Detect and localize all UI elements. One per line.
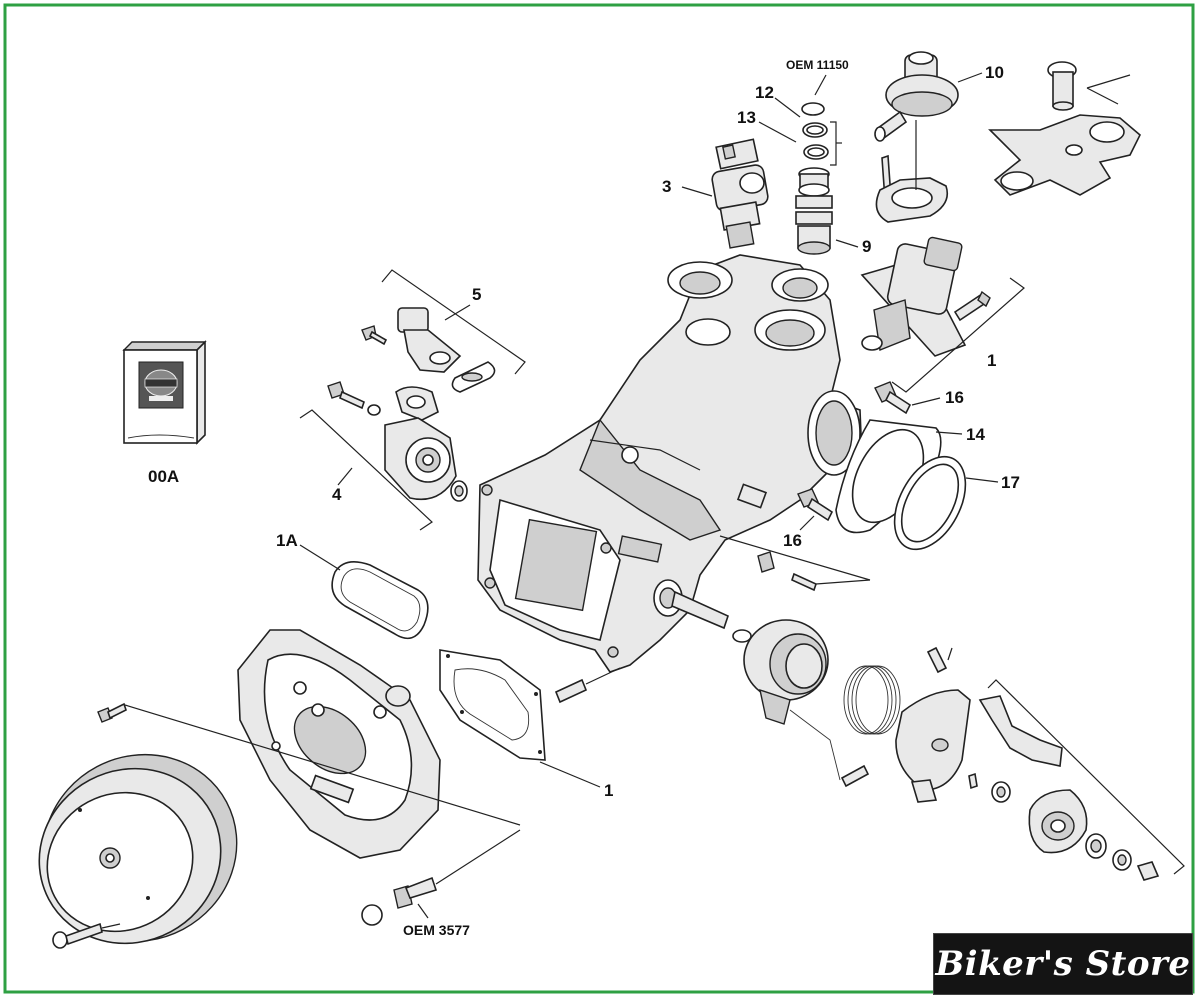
check-valve — [795, 167, 833, 255]
callout-oem-11150: OEM 11150 — [786, 58, 849, 72]
sensor-assembly — [361, 307, 496, 393]
bracket-line-1 — [891, 277, 1025, 393]
manifold-bolt-bottom — [797, 488, 834, 522]
callout-17: 17 — [1001, 473, 1020, 492]
air-filter-cover — [38, 753, 238, 945]
cover-screw-top — [97, 702, 127, 723]
biker-store-logo: Biker's Store — [933, 933, 1193, 995]
callout-12: 12 — [755, 83, 774, 102]
callout-1-gasket: 1 — [604, 781, 613, 800]
callout-16-top: 16 — [945, 388, 964, 407]
callout-oem-3577: OEM 3577 — [403, 922, 470, 938]
stud-bolt — [554, 667, 621, 704]
callout-9: 9 — [862, 237, 871, 256]
gasket-1 — [439, 649, 546, 761]
idle-air-control — [860, 236, 991, 357]
breather-bolt — [361, 876, 438, 926]
throttle-cover — [895, 689, 971, 803]
callout-5: 5 — [472, 285, 481, 304]
throttle-position-sensor — [327, 381, 468, 502]
callout-10: 10 — [985, 63, 1004, 82]
clip-and-screw — [719, 535, 871, 592]
callout-3: 3 — [662, 177, 671, 196]
o-rings — [801, 102, 842, 166]
callout-13: 13 — [737, 108, 756, 127]
fuel-injector — [711, 138, 769, 249]
diagram-frame — [3, 3, 1195, 994]
bracket-line-4 — [299, 409, 433, 531]
return-spring — [789, 665, 901, 781]
throttle-wheel — [732, 619, 829, 725]
fuel-pressure-regulator — [874, 51, 959, 223]
callout-4: 4 — [332, 485, 342, 504]
genuine-parts-box-icon — [122, 340, 207, 445]
callout-16-bottom: 16 — [783, 531, 802, 550]
seal-ring — [893, 455, 967, 551]
bracket-line-lever — [987, 679, 1185, 875]
callout-00A: 00A — [148, 467, 179, 486]
brand-text: Biker's Store — [935, 944, 1191, 984]
pin — [926, 646, 948, 674]
throttle-body — [477, 254, 863, 673]
bracket-with-screw — [988, 61, 1141, 196]
callout-14: 14 — [966, 425, 985, 444]
small-spring — [840, 764, 870, 788]
callout-1A: 1A — [276, 531, 298, 550]
callout-1-iac: 1 — [987, 351, 996, 370]
gasket-1A — [331, 560, 429, 640]
bracket-line-5 — [381, 269, 526, 375]
manifold-bolt-top — [874, 381, 912, 415]
air-cleaner-backplate — [237, 629, 441, 859]
cover-screw-bottom — [52, 922, 103, 949]
idle-lever-bracket — [968, 695, 1160, 881]
